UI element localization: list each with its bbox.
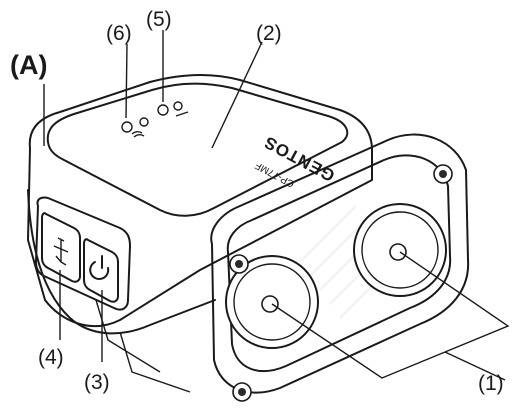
device-body: [27, 73, 373, 393]
power-icon: [89, 255, 110, 280]
callout-2: (2): [256, 22, 282, 45]
indicator-6: [121, 121, 133, 133]
indicator-5: [157, 104, 169, 116]
callout-6: (6): [106, 22, 132, 45]
leader-lines: [43, 30, 510, 381]
lens-right: [353, 203, 447, 297]
button-panel: [35, 196, 131, 311]
lens-housing: [210, 133, 470, 402]
grille: [298, 204, 398, 320]
callout-labels: (A) (6) (5) (2) (4) (3) (1): [10, 8, 504, 395]
callout-1: (1): [478, 372, 504, 395]
figure-label: (A): [10, 50, 47, 80]
lens-left: [225, 255, 319, 349]
power-button[interactable]: [83, 238, 119, 303]
indicators: [121, 101, 189, 138]
top-panel: [46, 82, 349, 217]
mode-button[interactable]: [41, 212, 81, 283]
callout-3: (3): [84, 371, 110, 394]
screws: [229, 164, 453, 402]
callout-5: (5): [146, 8, 172, 31]
callout-4: (4): [38, 346, 64, 369]
